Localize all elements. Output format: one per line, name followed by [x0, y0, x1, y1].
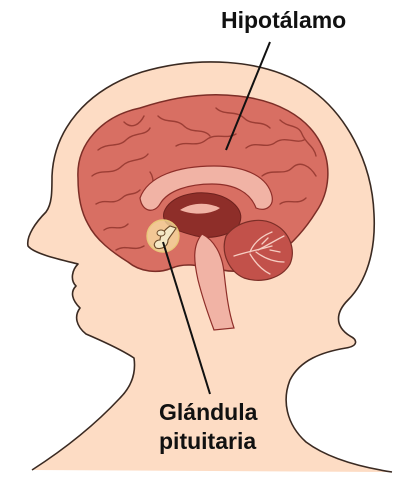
hypothalamus-label: Hipotálamo [221, 6, 346, 35]
pituitary-lobe [157, 230, 165, 236]
pituitary-label-line1: Glándula [159, 398, 257, 427]
pituitary-label: Glándula pituitaria [159, 398, 257, 456]
pituitary-label-line2: pituitaria [159, 427, 257, 456]
